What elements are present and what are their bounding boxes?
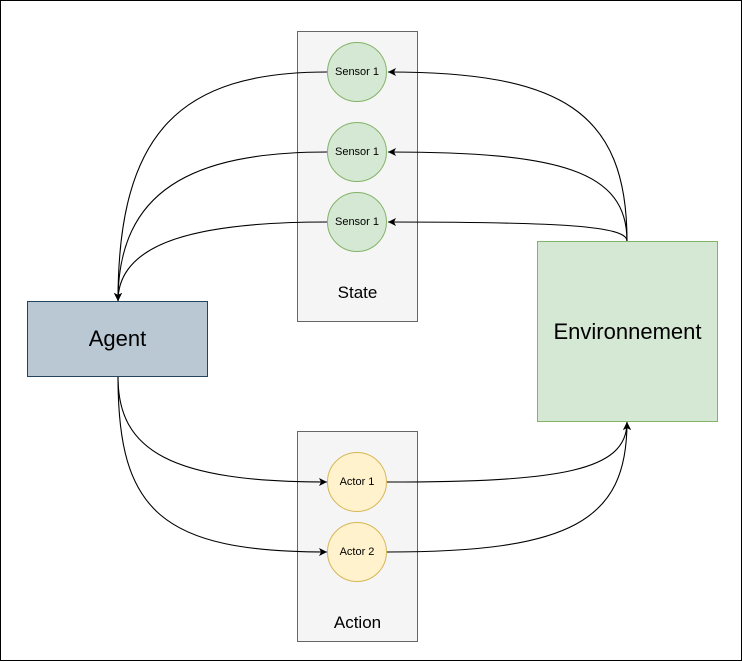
- edge-actor-2-to-env: [386, 421, 631, 553]
- sensor-1-label: Sensor 1: [334, 66, 380, 78]
- sensor-node-3[interactable]: Sensor 1: [327, 192, 387, 252]
- sensor-2-label: Sensor 1: [334, 146, 380, 158]
- state-label: State: [337, 283, 378, 302]
- agent-box[interactable]: Agent: [27, 301, 208, 377]
- edge-sensor-1-to-agent: [114, 71, 328, 302]
- sensor-3-label: Sensor 1: [334, 216, 380, 228]
- edge-agent-to-actor-2: [117, 376, 328, 556]
- actor-2-label: Actor 2: [339, 546, 375, 558]
- edge-actor-1-to-env: [386, 421, 631, 483]
- edge-sensor-2-to-agent: [114, 151, 328, 302]
- edge-env-to-sensor-3: [387, 218, 628, 242]
- edge-env-to-sensor-1: [387, 68, 628, 242]
- environment-box[interactable]: Environnement: [537, 241, 718, 422]
- action-label: Action: [333, 613, 382, 632]
- environment-label: Environnement: [553, 318, 702, 344]
- sensor-node-1[interactable]: Sensor 1: [327, 42, 387, 102]
- actor-node-1[interactable]: Actor 1: [327, 452, 387, 512]
- edge-agent-to-actor-1: [117, 376, 328, 486]
- actor-node-2[interactable]: Actor 2: [327, 522, 387, 582]
- agent-label: Agent: [88, 326, 147, 351]
- edge-env-to-sensor-2: [387, 148, 628, 242]
- sensor-node-2[interactable]: Sensor 1: [327, 122, 387, 182]
- actor-1-label: Actor 1: [339, 476, 375, 488]
- action-group: Action: [297, 431, 418, 642]
- edge-sensor-3-to-agent: [114, 221, 328, 302]
